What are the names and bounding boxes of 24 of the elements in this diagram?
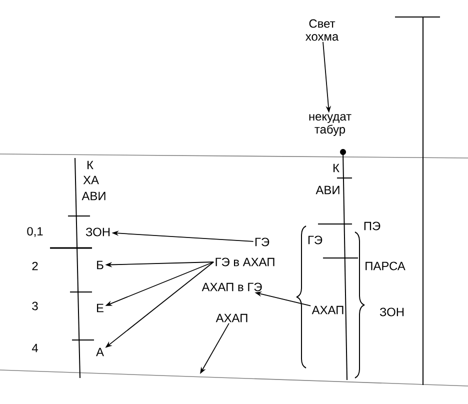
handwritten-label: Свет хохма: [306, 19, 339, 41]
handwritten-label: К: [88, 160, 94, 170]
handwritten-label: ГЭ: [255, 238, 270, 246]
handwritten-label: некудат табур: [309, 114, 352, 136]
handwritten-label: АХАП в ГЭ: [202, 282, 262, 292]
handwritten-label: АХАП: [216, 314, 248, 322]
handwritten-label: 3: [32, 302, 38, 310]
handwritten-label: А: [96, 348, 104, 356]
handwritten-label: ГЭ в АХАП: [216, 258, 274, 266]
handwritten-label: ПЭ: [364, 222, 380, 230]
handwritten-label: АВИ: [82, 192, 106, 200]
handwritten-label: АВИ: [316, 186, 340, 194]
handwritten-label: ЗОН: [86, 228, 110, 236]
handwritten-label: 0,1: [27, 227, 43, 237]
handwritten-label: ГЭ: [308, 236, 322, 244]
handwritten-label: К: [334, 164, 340, 172]
handwritten-label: 2: [32, 262, 38, 270]
handwritten-label: ЗОН: [380, 308, 404, 316]
handwritten-label: 4: [32, 344, 38, 352]
handwritten-label: Е: [97, 304, 104, 312]
handwritten-label: АХАП: [312, 306, 344, 314]
handwritten-label: ПАРСА: [366, 262, 406, 270]
handwritten-label: Б: [97, 260, 104, 270]
handwritten-label: ХА: [83, 176, 99, 184]
